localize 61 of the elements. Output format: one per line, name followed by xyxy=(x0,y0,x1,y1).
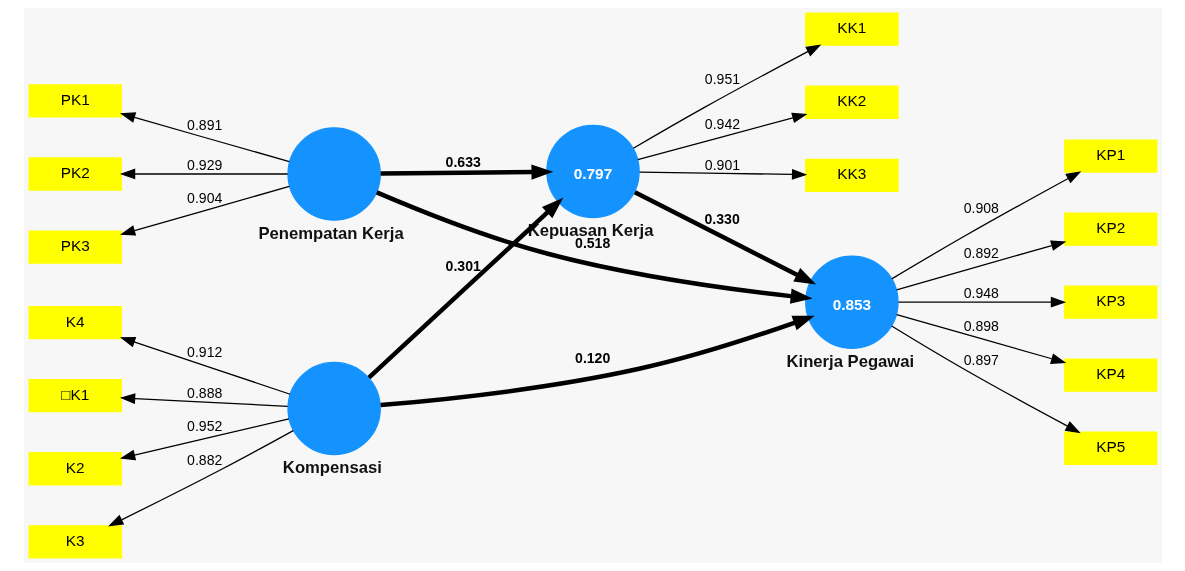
edge-label: 0.888 xyxy=(186,385,222,402)
arrow xyxy=(119,185,290,236)
node-box: KP2 xyxy=(1063,212,1157,246)
node-box: □K1 xyxy=(28,379,122,413)
node-label: Penempatan Kerja xyxy=(258,223,404,243)
arrow xyxy=(119,168,288,180)
edge-label: 0.898 xyxy=(963,318,999,335)
node-label: Kompensasi xyxy=(282,458,382,478)
node-box: PK3 xyxy=(28,230,122,264)
edge-label: 0.952 xyxy=(186,418,222,435)
node-box: KP1 xyxy=(1063,139,1157,173)
node-label: Kinerja Pegawai xyxy=(786,351,914,371)
node-circle: 0.797 xyxy=(545,124,640,219)
arrow xyxy=(380,164,553,180)
node-circle xyxy=(286,127,381,221)
edge-label: 0.912 xyxy=(186,344,222,361)
node-box: KK3 xyxy=(804,158,899,192)
edge-label: 0.897 xyxy=(963,351,999,368)
node-box: K4 xyxy=(28,306,122,340)
edge-label: 0.901 xyxy=(704,156,740,173)
arrow xyxy=(895,240,1066,291)
node-box: KP3 xyxy=(1063,285,1157,319)
edge-label: 0.904 xyxy=(186,190,222,207)
arrow xyxy=(119,418,290,461)
arrow xyxy=(897,296,1066,308)
arrow xyxy=(890,171,1081,280)
arrow xyxy=(119,336,291,395)
arrow xyxy=(890,325,1081,434)
arrow xyxy=(119,112,290,163)
arrow xyxy=(638,169,807,180)
node-circle xyxy=(286,361,381,456)
edge-label: 0.951 xyxy=(704,71,740,88)
node-box: PK2 xyxy=(28,157,122,191)
node-circle: 0.853 xyxy=(804,255,899,349)
edge-label: 0.942 xyxy=(704,115,740,132)
arrow xyxy=(366,197,563,380)
arrow xyxy=(632,44,821,149)
edge-label: 0.892 xyxy=(963,245,999,262)
arrow xyxy=(633,190,816,285)
node-box: PK1 xyxy=(28,84,122,118)
edge-label: 0.120 xyxy=(574,350,610,367)
arrow xyxy=(119,393,288,407)
edge-label: 0.633 xyxy=(445,154,481,171)
node-box: K3 xyxy=(28,525,122,559)
arrow xyxy=(379,315,815,408)
node-box: KK2 xyxy=(804,85,899,119)
edge-label: 0.882 xyxy=(186,451,222,468)
node-box: KK1 xyxy=(804,12,899,46)
arrow xyxy=(895,313,1066,364)
node-box: K2 xyxy=(28,452,122,486)
edge-label: 0.908 xyxy=(963,200,999,217)
edge-label: 0.891 xyxy=(186,117,222,134)
arrow xyxy=(636,112,807,161)
arrow xyxy=(375,190,812,304)
node-box: KP4 xyxy=(1063,358,1157,392)
edge-label: 0.929 xyxy=(186,156,222,173)
node-box: KP5 xyxy=(1063,431,1157,465)
edge-label: 0.330 xyxy=(703,210,740,227)
arrow xyxy=(107,430,294,527)
edge-label: 0.948 xyxy=(963,285,999,302)
edge-label: 0.301 xyxy=(445,258,481,275)
